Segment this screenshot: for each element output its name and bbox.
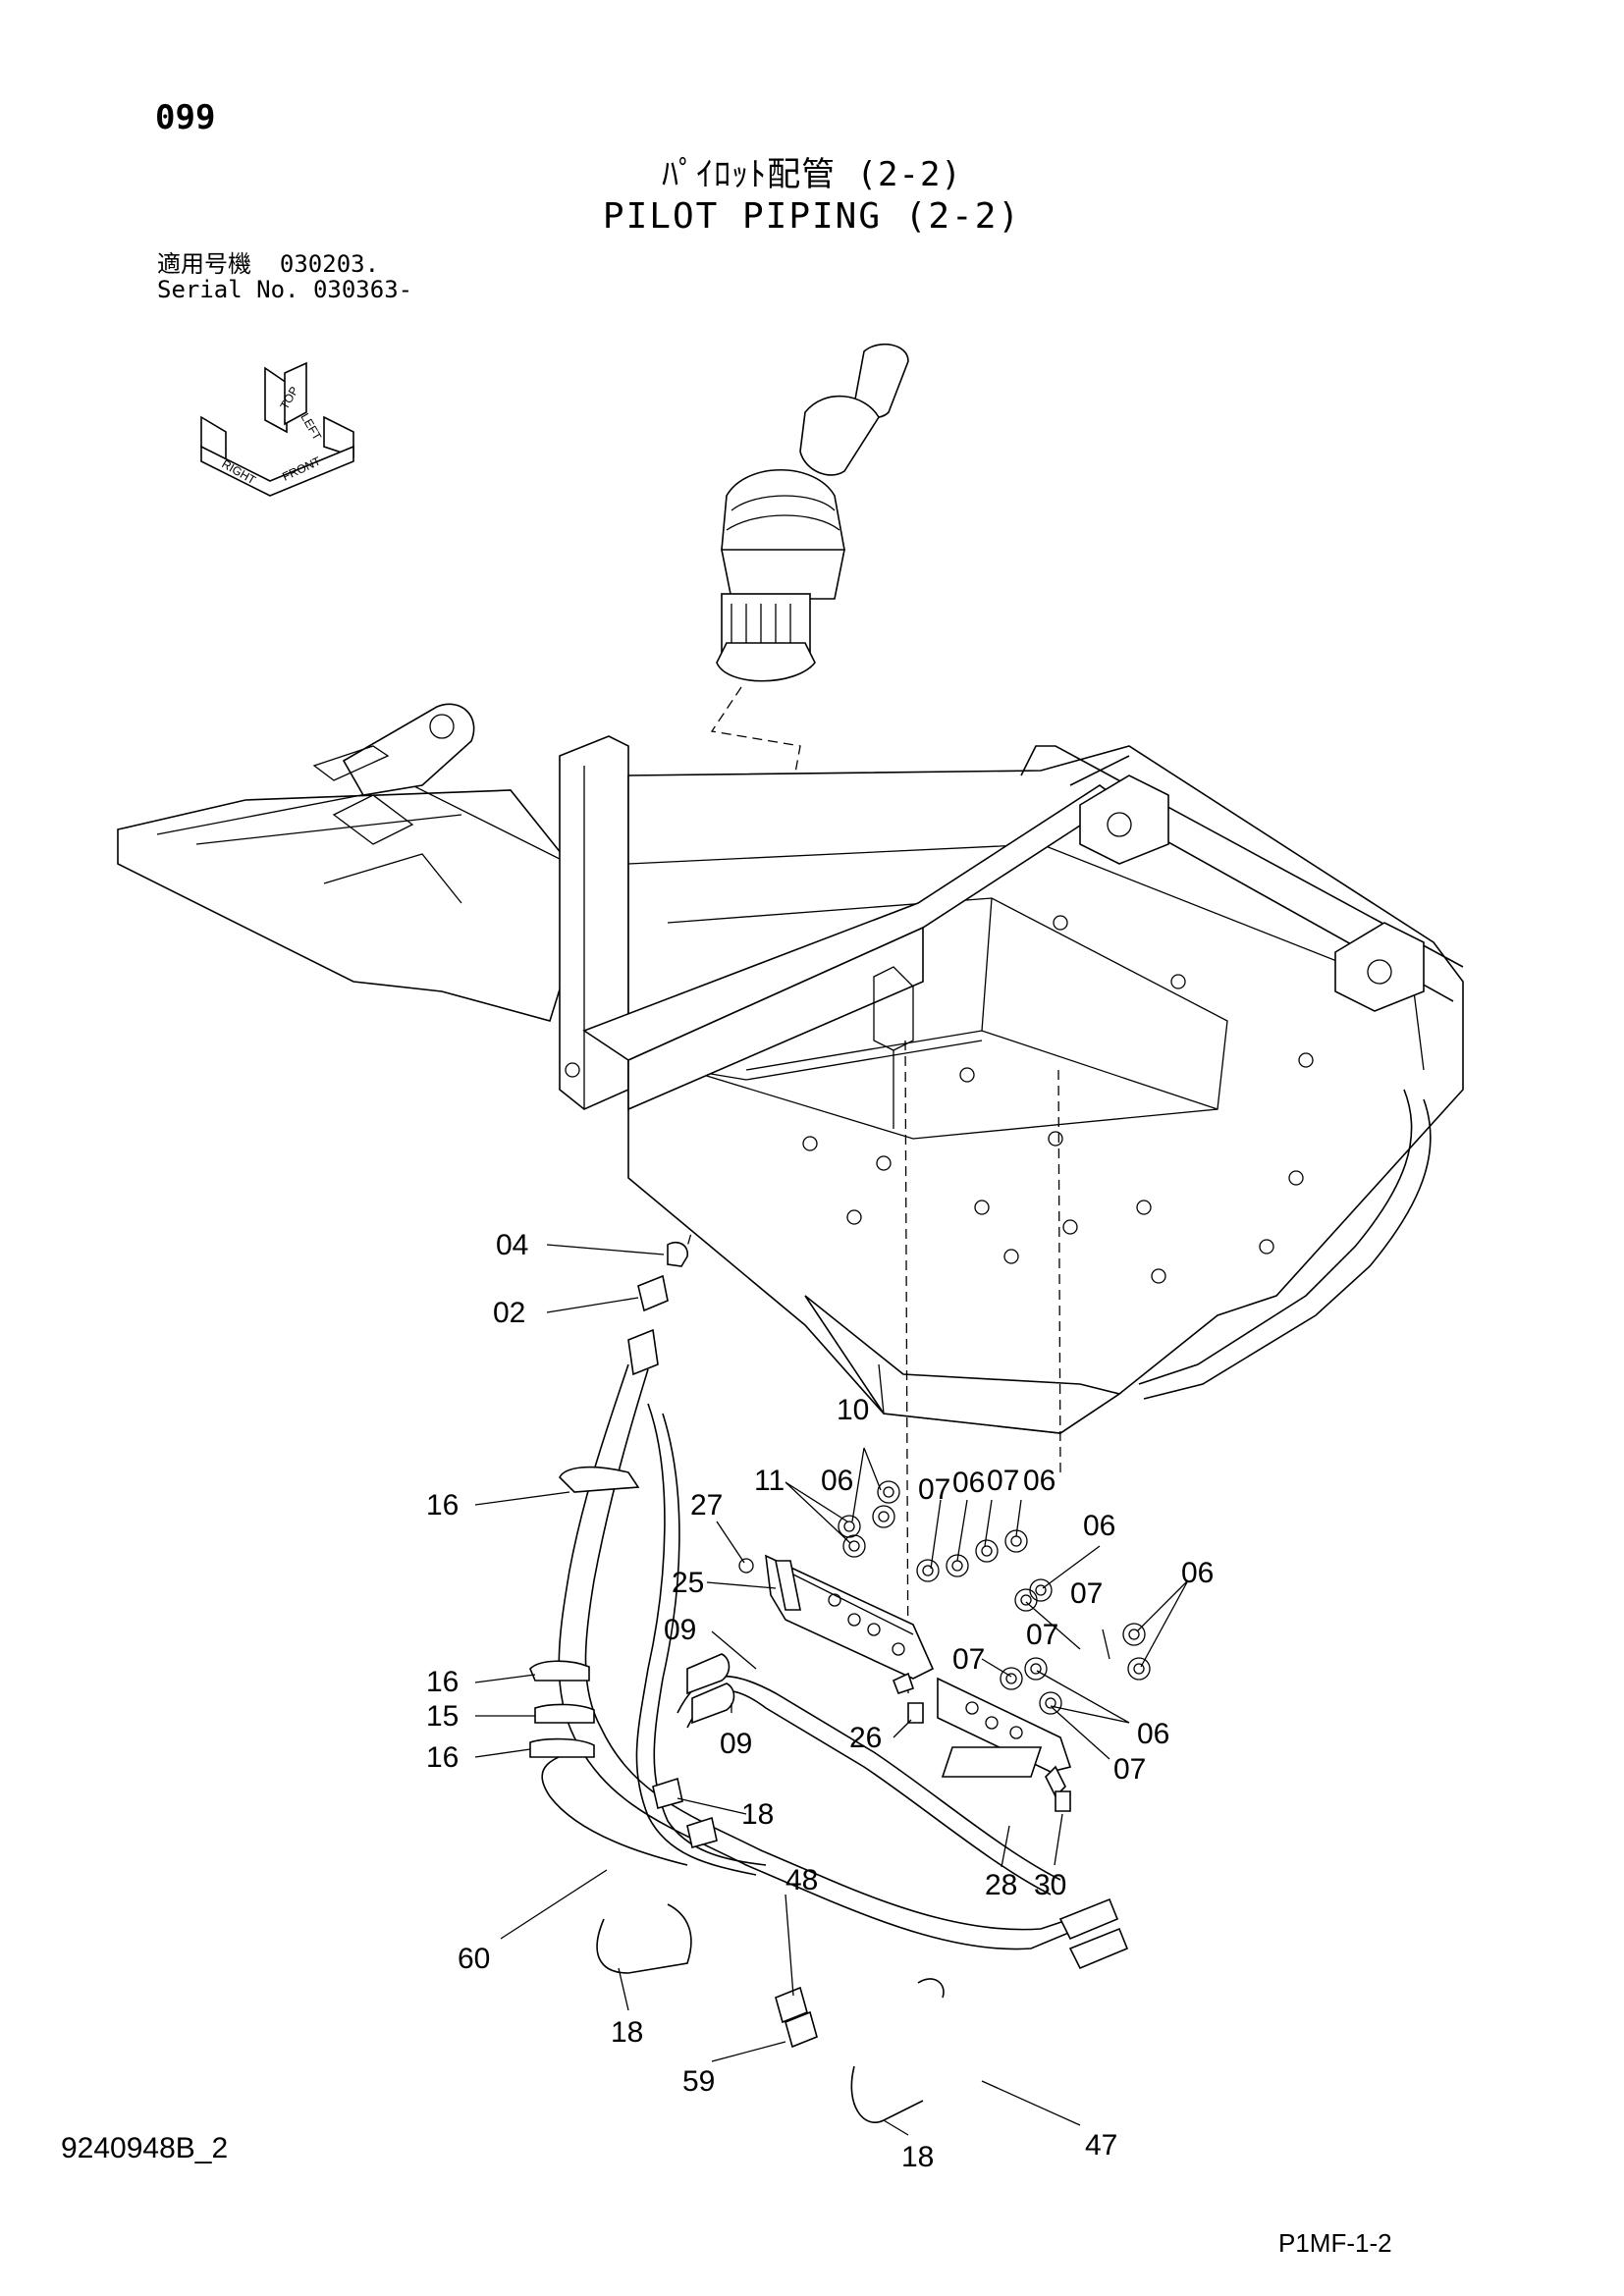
part-label-06: 06 (821, 1465, 853, 1497)
part-label-28: 28 (985, 1869, 1017, 1901)
part-label-16: 16 (426, 1741, 459, 1774)
part-label-02: 02 (493, 1297, 525, 1329)
part-label-09: 09 (664, 1614, 696, 1646)
part-label-25: 25 (672, 1567, 704, 1599)
pilot-valve-joystick (716, 344, 909, 682)
part-label-09: 09 (720, 1728, 752, 1760)
document-id: 9240948B_2 (61, 2132, 229, 2164)
part-label-07: 07 (952, 1643, 985, 1676)
orientation-label-left: LEFT (298, 411, 324, 444)
part-label-07: 07 (918, 1473, 950, 1506)
page-number: 099 (155, 98, 216, 137)
part-label-07: 07 (1070, 1577, 1103, 1610)
part-label-48: 48 (785, 1864, 818, 1896)
part-label-26: 26 (849, 1722, 882, 1754)
part-label-18: 18 (901, 2141, 934, 2173)
part-label-07: 07 (987, 1465, 1019, 1497)
page-code: P1MF-1-2 (1278, 2228, 1392, 2258)
part-label-11: 11 (754, 1465, 785, 1497)
leader-lines (474, 1244, 1189, 2136)
orientation-label-right: RIGHT (220, 456, 259, 487)
port-block-plates (738, 1480, 1151, 1812)
part-label-04: 04 (496, 1229, 528, 1261)
part-number-labels: 04 02 16 16 15 16 10 11 06 07 06 07 06 2… (426, 1229, 1214, 2173)
part-label-06: 06 (1137, 1718, 1169, 1750)
applicable-line: 適用号機 030203. (157, 250, 380, 278)
cab-floor-frame (117, 703, 1464, 1694)
hose-assembly (529, 1241, 1129, 2123)
part-label-27: 27 (690, 1489, 723, 1522)
part-label-15: 15 (426, 1700, 459, 1733)
part-label-07: 07 (1113, 1753, 1146, 1786)
part-label-06: 06 (1181, 1557, 1214, 1589)
part-label-06: 06 (1023, 1465, 1056, 1497)
part-label-16: 16 (426, 1489, 459, 1522)
part-label-10: 10 (837, 1394, 869, 1426)
part-label-18: 18 (611, 2016, 643, 2049)
part-label-59: 59 (682, 2065, 715, 2098)
title-japanese: ﾊﾟｲﾛｯﾄ配管 (2-2) (662, 155, 962, 194)
part-label-06: 06 (952, 1467, 985, 1499)
part-label-18: 18 (741, 1798, 774, 1831)
part-label-07: 07 (1026, 1619, 1058, 1651)
orientation-arrow-icon: TOP LEFT RIGHT FRONT (200, 361, 354, 497)
part-label-60: 60 (458, 1943, 490, 1975)
part-label-16: 16 (426, 1666, 459, 1698)
part-label-06: 06 (1083, 1510, 1115, 1542)
serial-info: 適用号機 030203. Serial No. 030363- (157, 251, 412, 302)
title-english: PILOT PIPING (2-2) (602, 196, 1022, 237)
part-label-30: 30 (1034, 1869, 1066, 1901)
serial-line: Serial No. 030363- (157, 276, 413, 303)
part-label-47: 47 (1085, 2129, 1117, 2162)
